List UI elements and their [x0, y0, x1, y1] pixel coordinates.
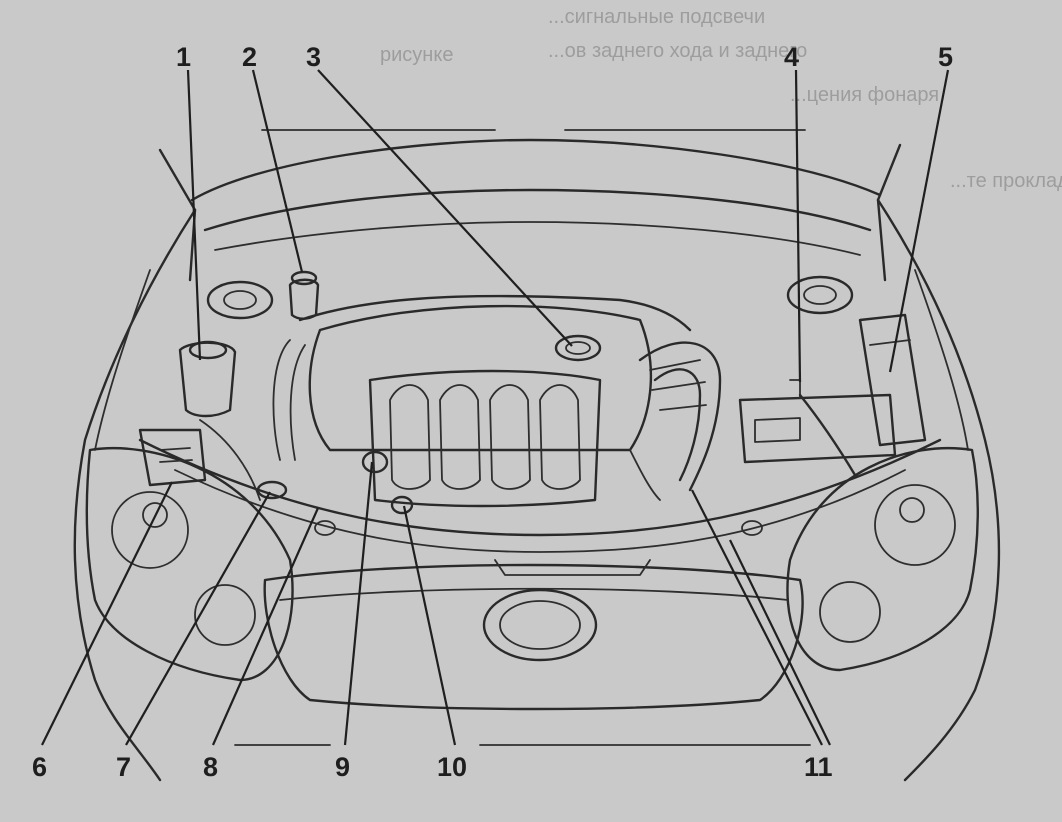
left-headlamp — [85, 446, 294, 682]
body-fenders — [73, 198, 1001, 782]
engine-cover — [308, 304, 653, 508]
bleed-text-1: ...сигнальные подсвечи — [548, 6, 766, 28]
callout-9: 9 — [335, 752, 350, 782]
callout-4: 4 — [784, 42, 799, 72]
bleed-text-5: рисунке — [380, 44, 454, 66]
hoses — [199, 294, 692, 501]
bleed-text-3: ...цения фонаря — [790, 84, 940, 106]
callout-6: 6 — [32, 752, 47, 782]
air-intake-hose — [638, 341, 722, 492]
callout-5: 5 — [938, 42, 953, 72]
leader-lines — [41, 69, 950, 746]
front-grille — [263, 559, 804, 711]
callout-7: 7 — [116, 752, 131, 782]
callout-3: 3 — [306, 42, 321, 72]
coolant-reservoir — [178, 340, 237, 418]
brake-reservoir — [288, 270, 320, 320]
front-crossmember — [138, 438, 942, 553]
fuse-box — [858, 313, 927, 447]
bleed-text-6: ...те прокладку — [950, 170, 1062, 192]
callout-11: 11 — [804, 752, 833, 782]
callout-10: 10 — [437, 752, 467, 782]
callout-1: 1 — [176, 42, 191, 72]
callout-2: 2 — [242, 42, 257, 72]
callout-numbers: 1 2 3 4 5 6 7 8 9 10 11 — [32, 42, 953, 782]
washer-tank — [138, 428, 207, 487]
caps — [256, 450, 763, 536]
callout-8: 8 — [203, 752, 218, 782]
strut-towers — [206, 275, 854, 320]
hood-outline — [158, 129, 902, 282]
bleed-text-2: ...ов заднего хода и заднего — [548, 40, 808, 62]
